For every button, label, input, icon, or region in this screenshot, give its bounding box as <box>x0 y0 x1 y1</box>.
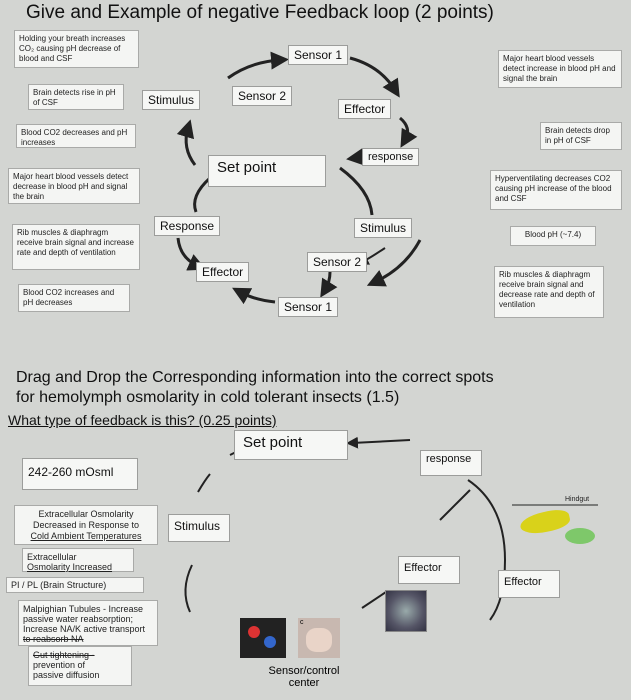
curve-left-top <box>197 473 211 493</box>
arrow-to-setpoint-2 <box>346 436 411 449</box>
loop-response-left[interactable]: Response <box>154 216 221 236</box>
arrow-left-up <box>176 119 197 166</box>
s2-card-osmolarity-increased[interactable]: Extracellular Osmolarity Increased <box>22 548 134 572</box>
right-card-1[interactable]: Major heart blood vessels detect increas… <box>498 50 622 88</box>
arrow-right-down <box>398 116 418 148</box>
left-card-5[interactable]: Rib muscles & diaphragm receive brain si… <box>12 224 140 270</box>
right-card-4[interactable]: Blood pH (~7.4) <box>510 226 596 246</box>
feedback-type-question: What type of feedback is this? (0.25 poi… <box>8 412 277 428</box>
arrow-top-left <box>227 51 289 80</box>
curve-right <box>467 479 507 621</box>
loop-sensor2-bottom[interactable]: Sensor 2 <box>307 252 368 272</box>
line-bottom-center <box>361 591 387 609</box>
arrow-bottom-right <box>366 239 422 287</box>
brain-scan-red-spot <box>248 626 260 638</box>
hindgut-image-green <box>565 528 595 544</box>
left-card-4[interactable]: Major heart blood vessels detect decreas… <box>8 168 140 204</box>
loop-stimulus-right[interactable]: Stimulus <box>354 218 413 238</box>
brain-scan-image <box>240 618 286 658</box>
s2-effector-1[interactable]: Effector <box>398 556 460 584</box>
right-card-5[interactable]: Rib muscles & diaphragm receive brain si… <box>494 266 604 318</box>
s2-set-point[interactable]: Set point <box>234 430 348 460</box>
arrow-down-sensor1 <box>320 271 338 298</box>
s2-stimulus[interactable]: Stimulus <box>168 514 230 542</box>
s2-sensor-control-center: Sensor/control center <box>268 665 340 689</box>
arrow-top-right <box>349 56 400 98</box>
loop-response-right[interactable]: response <box>362 148 420 166</box>
arrow-bottom-left <box>176 237 207 271</box>
arrow-bottom-left-2 <box>232 287 276 305</box>
right-card-3[interactable]: Hyperventilating decreases CO2 causing p… <box>490 170 622 210</box>
loop-sensor1-top[interactable]: Sensor 1 <box>288 45 349 65</box>
loop-sensor2-top[interactable]: Sensor 2 <box>232 86 293 106</box>
left-card-1[interactable]: Holding your breath increases CO₂ causin… <box>14 30 139 68</box>
right-card-2[interactable]: Brain detects drop in pH of CSF <box>540 122 622 150</box>
curve-left-bottom <box>184 564 193 613</box>
arrow-center-right <box>339 166 374 216</box>
brain-section-shape <box>306 628 332 652</box>
section2-heading-line2: for hemolymph osmolarity in cold toleran… <box>16 389 400 406</box>
line-right-upper <box>439 489 471 521</box>
s2-card-gut-tightening[interactable]: Gut tightening - prevention of passive d… <box>28 646 132 686</box>
tubule-micrograph-image <box>385 590 427 632</box>
s2-card-osmolarity-decreased[interactable]: Extracellular Osmolarity Decreased in Re… <box>14 505 158 545</box>
s2-card-pi-pl[interactable]: PI / PL (Brain Structure) <box>6 577 144 593</box>
s2-range-card[interactable]: 242-260 mOsml <box>22 458 138 490</box>
left-card-2[interactable]: Brain detects rise in pH of CSF <box>28 84 124 110</box>
s2-effector-2[interactable]: Effector <box>498 570 560 598</box>
left-card-3[interactable]: Blood CO2 decreases and pH increases <box>16 124 136 148</box>
left-card-6[interactable]: Blood CO2 increases and pH decreases <box>18 284 130 312</box>
s2-card-malpighian[interactable]: Malpighian Tubules - Increase passive wa… <box>18 600 158 646</box>
loop-effector-bottom[interactable]: Effector <box>196 262 250 282</box>
section2-heading-line1: Drag and Drop the Corresponding informat… <box>16 369 494 386</box>
hindgut-label: Hindgut <box>565 496 590 503</box>
s2-response[interactable]: response <box>420 450 482 476</box>
brain-scan-blue-spot <box>264 636 276 648</box>
page-title: Give and Example of negative Feedback lo… <box>26 2 494 23</box>
loop-set-point[interactable]: Set point <box>208 155 326 187</box>
loop-effector-right[interactable]: Effector <box>338 99 392 119</box>
brain-section-image: c <box>298 618 340 658</box>
arrow-left-curve <box>193 176 212 213</box>
loop-stimulus-left[interactable]: Stimulus <box>142 90 201 110</box>
loop-sensor1-bottom[interactable]: Sensor 1 <box>278 297 339 317</box>
